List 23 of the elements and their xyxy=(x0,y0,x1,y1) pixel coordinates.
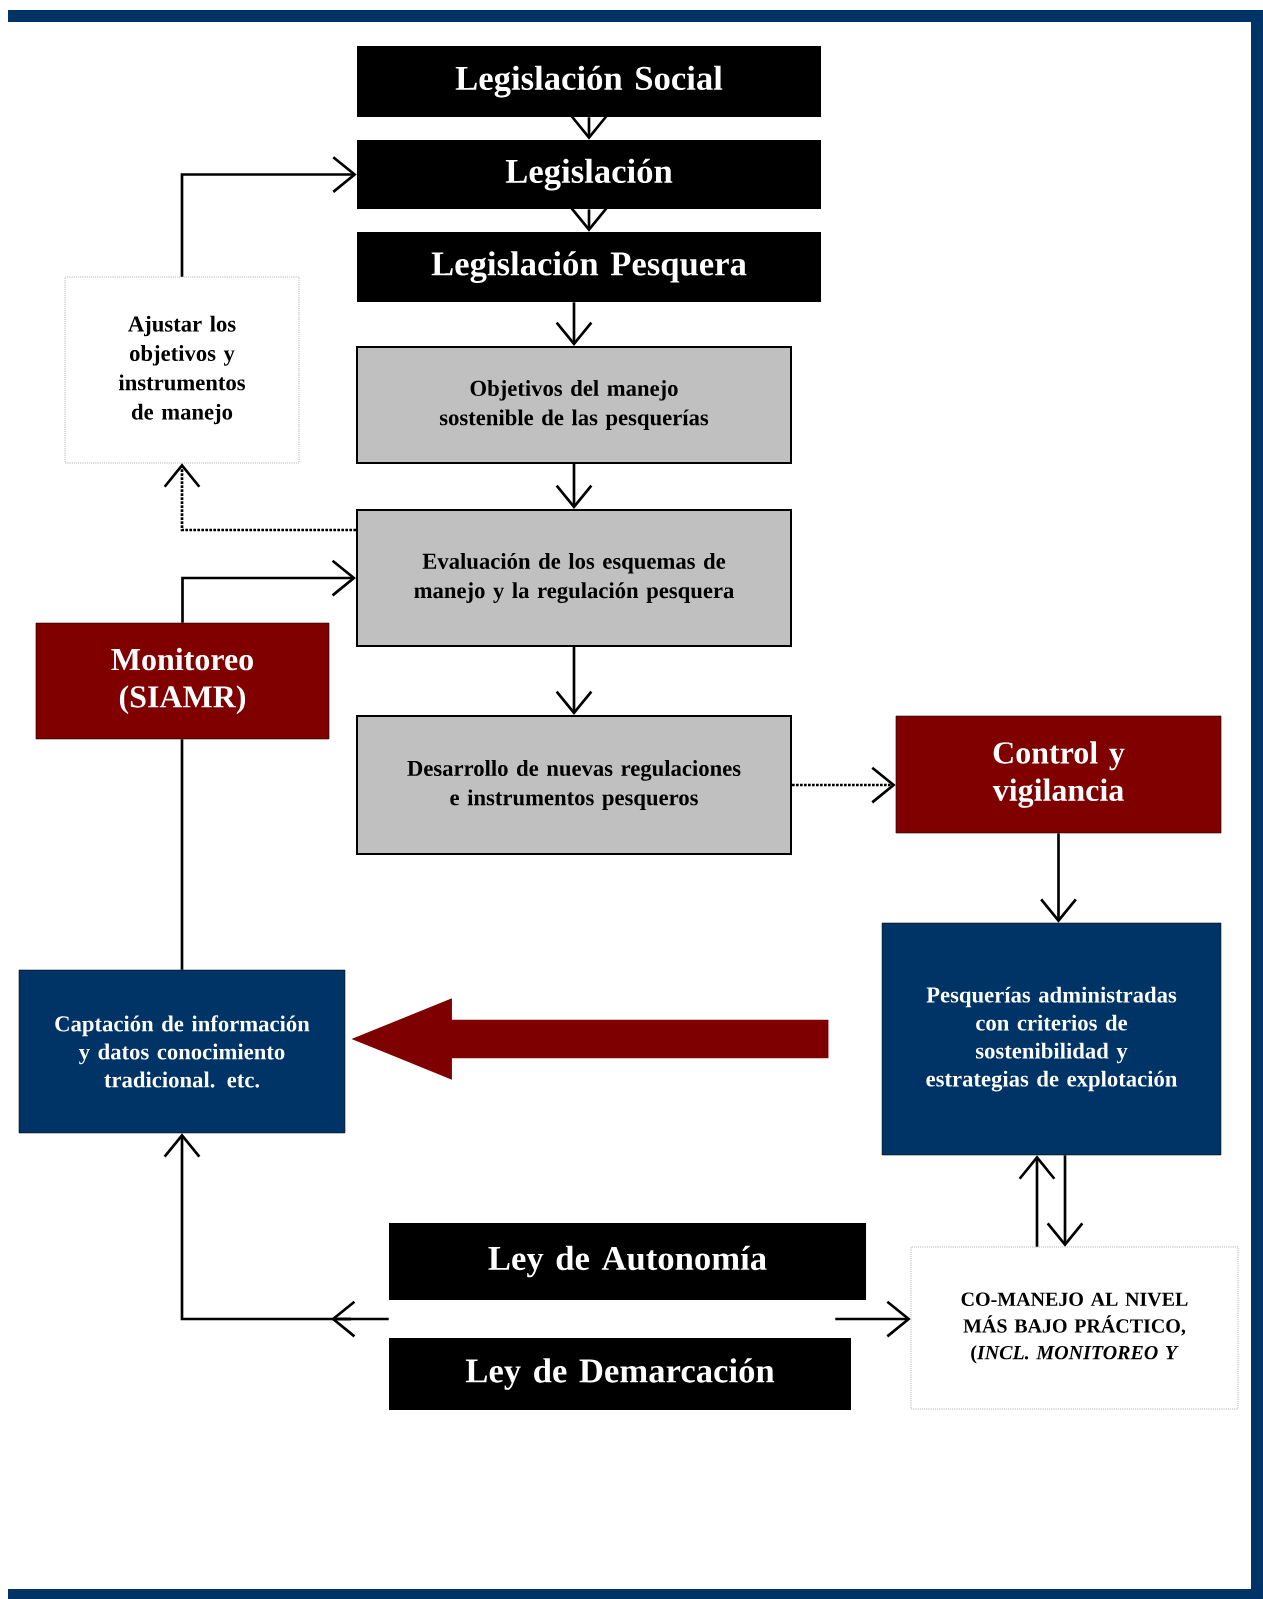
arrow xyxy=(1018,1155,1056,1247)
law-box: Ley de Demarcación xyxy=(389,1338,851,1410)
law-box: Legislación Social xyxy=(357,46,821,117)
arrow xyxy=(181,559,356,623)
process-box: Ajustar los objetivos y instrumentos de manejo xyxy=(64,276,300,464)
arrow xyxy=(180,156,357,277)
process-box: Evaluación de los esquemas de manejo y la regulación pesquera xyxy=(356,509,792,647)
arrow xyxy=(1046,1155,1084,1247)
law-box: Ley de Autonomía xyxy=(388,1223,867,1301)
arrow xyxy=(835,1300,911,1338)
process-box: Objetivos del manejo sostenible de las pesquerías xyxy=(356,346,792,464)
process-box: CO-MANEJO AL NIVEL MÁS BAJO PRÁCTICO, (INCL. MONITOREO Y xyxy=(910,1246,1239,1410)
process-box: Captación de información y datos conocimiento tradicional. etc. xyxy=(18,969,346,1134)
process-box: Desarrollo de nuevas regulaciones e instrumentos pesqueros xyxy=(356,715,792,855)
arrow xyxy=(792,766,896,804)
arrow xyxy=(1040,833,1077,923)
process-box: Control y vigilancia xyxy=(895,715,1222,834)
arrow xyxy=(163,1133,389,1338)
process-box: Monitoreo (SIAMR) xyxy=(35,622,330,740)
law-box: Legislación Pesquera xyxy=(357,232,821,302)
arrow xyxy=(163,463,356,532)
process-box: Pesquerías administradas con criterios de sostenibilidad y estrategias de explotación xyxy=(881,922,1222,1156)
law-box: Legislación xyxy=(357,140,821,210)
